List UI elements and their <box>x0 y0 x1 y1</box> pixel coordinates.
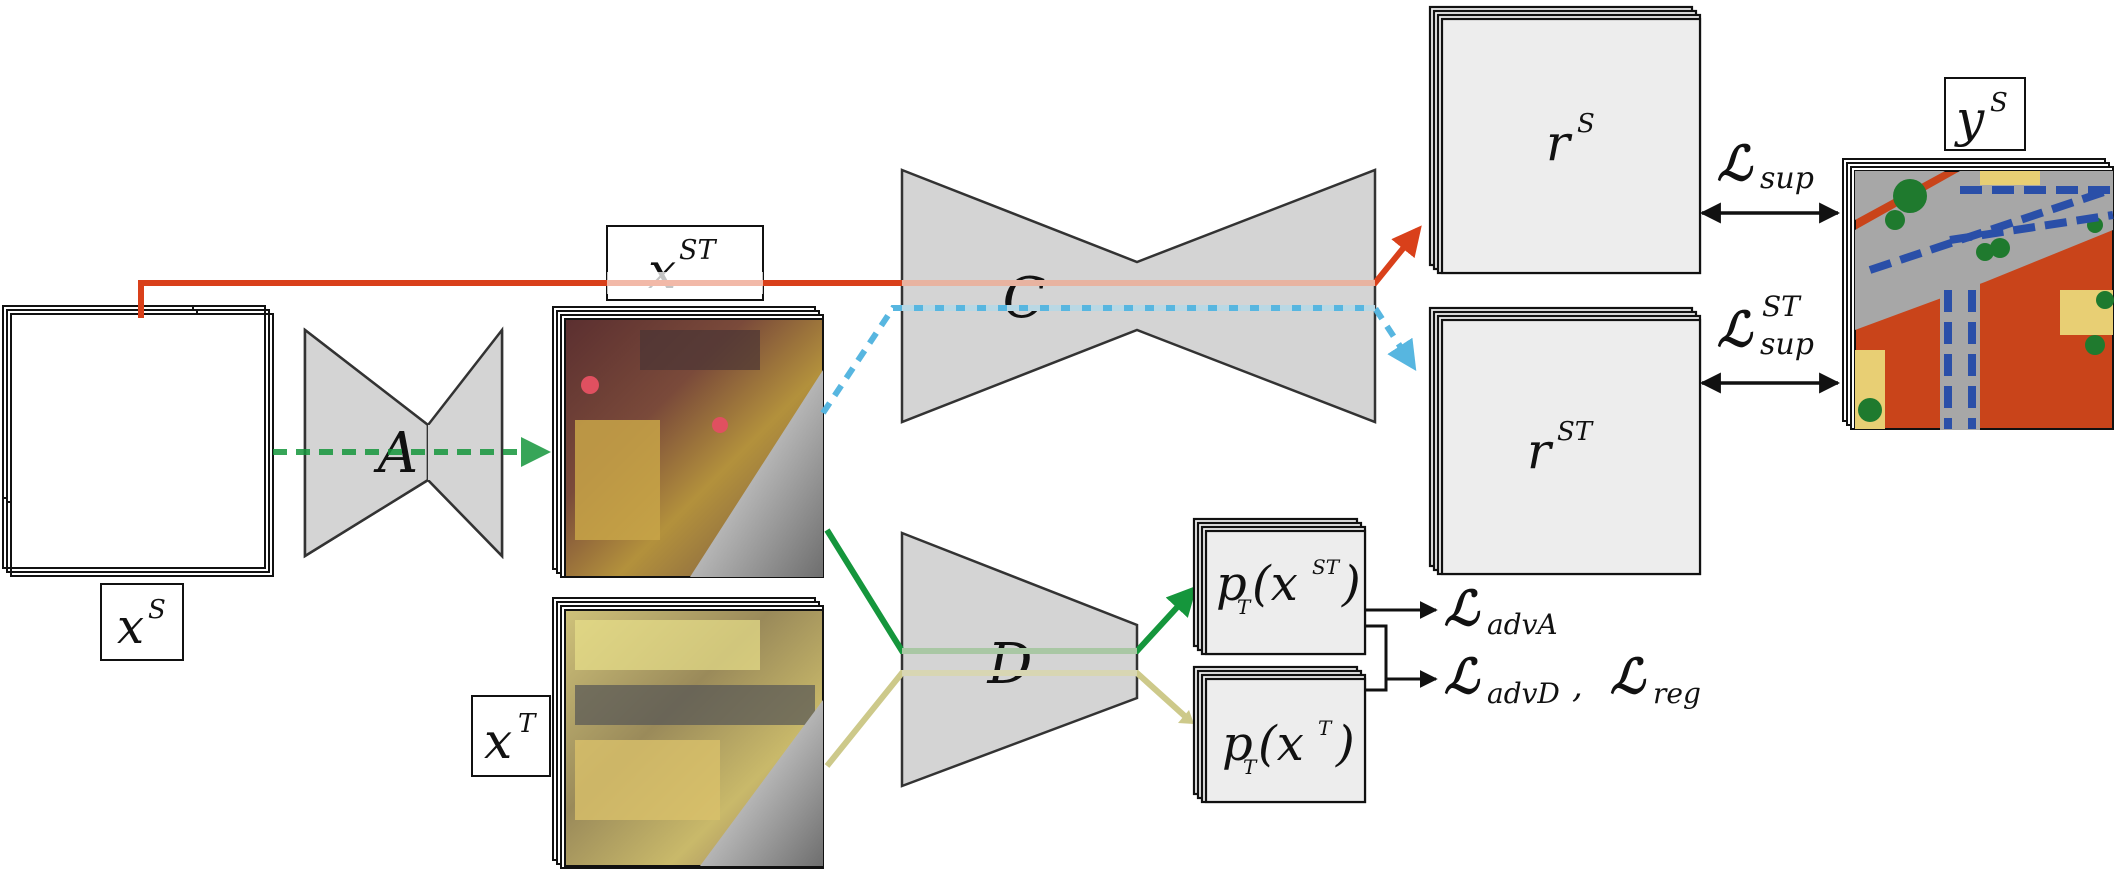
r-s-superscript: S <box>1577 109 1595 139</box>
y-s-label: y S <box>1944 77 2026 151</box>
x-t-label: x T <box>471 695 551 777</box>
p-t-subscript: T <box>1243 755 1258 779</box>
loss-sup-st-symbol: ℒ <box>1717 302 1754 358</box>
p-st-close: ) <box>1341 556 1361 612</box>
target-image-stack <box>552 597 824 869</box>
p-t-superscript: T <box>1318 716 1333 740</box>
loss-sup-st-superscript: ST <box>1762 290 1802 323</box>
r-s-panel: r S <box>1428 5 1702 275</box>
x-st-superscript: ST <box>679 235 717 266</box>
r-st-panel: r ST <box>1428 306 1702 576</box>
y-s-superscript: S <box>1990 88 2008 118</box>
loss-sup-st: ℒ ST sup <box>1717 290 1814 362</box>
loss-reg-symbol: ℒ <box>1610 649 1647 705</box>
r-st-superscript: ST <box>1557 417 1594 447</box>
network-a: A <box>303 326 504 560</box>
p-t-close: ) <box>1335 716 1355 772</box>
loss-separator: , <box>1572 666 1583 706</box>
x-t-symbol: x <box>484 712 512 770</box>
loss-adv-a-symbol: ℒ <box>1444 581 1481 637</box>
r-s-symbol: r <box>1546 114 1573 172</box>
network-d-label: D <box>987 632 1033 697</box>
ground-truth-stack <box>1842 158 2114 430</box>
loss-adv-a-subscript: advA <box>1487 608 1558 641</box>
translated-image-stack <box>552 306 824 578</box>
target-image <box>564 609 824 867</box>
x-s-symbol: x <box>117 599 144 655</box>
p-t-panel: p T (x T ) <box>1192 665 1367 804</box>
p-st-argument: (x <box>1252 556 1298 612</box>
ground-truth-map <box>1854 170 2114 430</box>
adversarial-connectors <box>1365 601 1438 692</box>
y-s-symbol: y <box>1954 90 1985 148</box>
p-st-panel: p T (x ST ) <box>1192 517 1367 656</box>
loss-sup-subscript: sup <box>1760 161 1814 196</box>
p-t-symbol: p <box>1222 716 1253 772</box>
loss-adv-d-reg: ℒ advD , ℒ reg <box>1444 649 1701 710</box>
loss-sup: ℒ sup <box>1717 136 1814 196</box>
p-st-superscript: ST <box>1312 555 1341 579</box>
p-st-subscript: T <box>1237 595 1252 619</box>
loss-sup-st-subscript: sup <box>1760 327 1814 362</box>
network-d: D <box>900 531 1139 788</box>
translated-image <box>564 318 824 578</box>
loss-sup-symbol: ℒ <box>1717 136 1754 192</box>
p-st-symbol: p <box>1216 556 1247 612</box>
r-st-symbol: r <box>1527 422 1554 480</box>
x-s-superscript: S <box>148 595 166 625</box>
x-s-label: x S <box>100 583 184 661</box>
x-t-superscript: T <box>518 709 537 739</box>
network-c: C <box>900 168 1377 424</box>
p-t-argument: (x <box>1258 716 1304 772</box>
loss-adv-a: ℒ advA <box>1444 581 1558 641</box>
loss-reg-subscript: reg <box>1653 677 1701 710</box>
loss-adv-d-symbol: ℒ <box>1444 649 1481 705</box>
network-c-label: C <box>1003 266 1046 331</box>
loss-adv-d-subscript: advD <box>1487 677 1560 710</box>
